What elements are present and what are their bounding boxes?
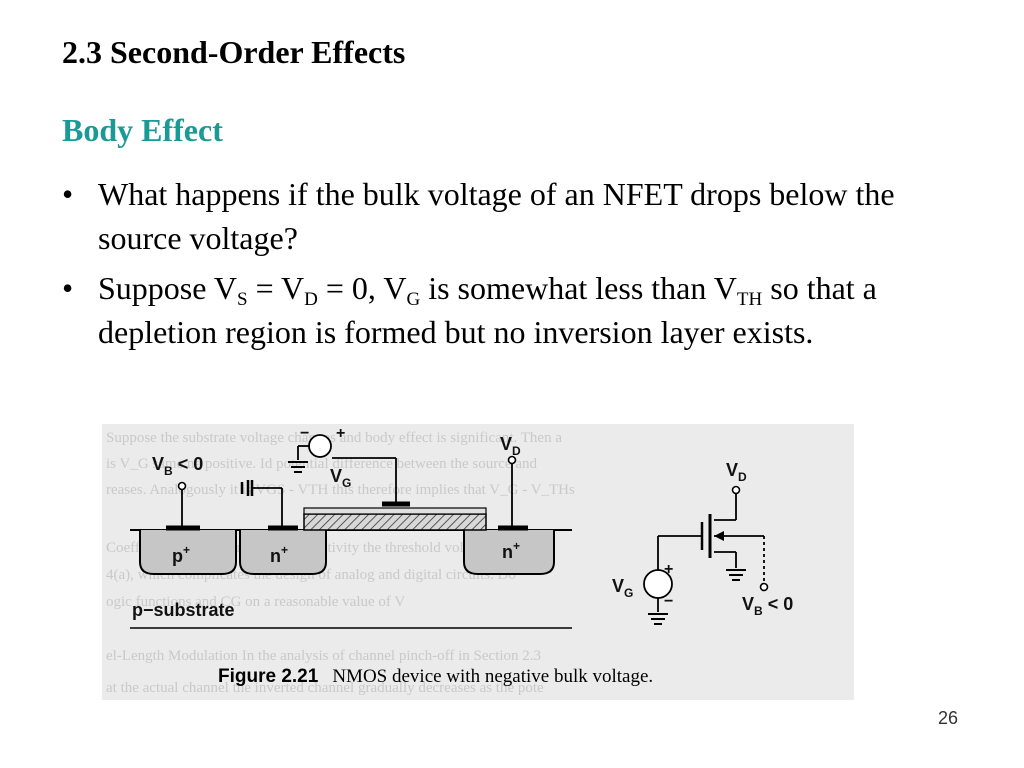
- n-plus-label-2: n+: [502, 539, 520, 562]
- svg-text:+: +: [336, 425, 345, 442]
- schematic-vb-label: VB < 0: [742, 594, 793, 618]
- n-plus-label-1: n+: [270, 543, 288, 566]
- bullet-item-2: • Suppose VS = VD = 0, VG is somewhat le…: [62, 266, 962, 354]
- svg-text:−: −: [664, 593, 673, 610]
- bg-line-3: reases. Analogously it is VGS - VTH this…: [106, 482, 575, 498]
- bullet-text: Suppose VS = VD = 0, VG is somewhat less…: [98, 270, 877, 350]
- bullet-dot-icon: •: [62, 176, 74, 212]
- n-plus-drain-region: [463, 530, 555, 575]
- page-number: 26: [938, 708, 959, 728]
- bullet-list: • What happens if the bulk voltage of an…: [62, 172, 962, 360]
- slide-title: 2.3 Second-Order Effects: [62, 34, 406, 70]
- bg-line-8: at the actual channel the inverted chann…: [106, 680, 544, 696]
- schematic-vd-label: VD: [726, 460, 747, 484]
- p-plus-label: p+: [172, 543, 190, 566]
- p-plus-region: [139, 530, 237, 575]
- bullet-item-1: • What happens if the bulk voltage of an…: [62, 172, 962, 260]
- section-subtitle: Body Effect: [62, 112, 223, 148]
- n-plus-source-region: [239, 530, 327, 575]
- vg-label: VG: [330, 466, 351, 490]
- bg-line-6: ogic functions and CG on a reasonable va…: [106, 594, 405, 610]
- substrate-label: p−substrate: [132, 600, 235, 620]
- gate-oxide: [303, 507, 487, 515]
- svg-text:+: +: [664, 561, 673, 578]
- nmos-schematic: VD VB < 0 + − VG: [612, 460, 793, 625]
- schematic-vg-label: VG: [612, 576, 633, 600]
- bullet-text: What happens if the bulk voltage of an N…: [98, 176, 895, 256]
- bg-line-7: el-Length Modulation In the analysis of …: [106, 648, 541, 664]
- bg-line-1: Suppose the substrate voltage changes an…: [106, 430, 562, 446]
- gate-voltage-source: [308, 434, 332, 458]
- bullet-dot-icon: •: [62, 270, 74, 306]
- nmos-figure: Suppose the substrate voltage changes an…: [102, 424, 854, 700]
- vb-label: VB < 0: [152, 454, 203, 478]
- vd-label: VD: [500, 434, 521, 458]
- gate-poly: [303, 513, 487, 531]
- nmos-diagram: Suppose the substrate voltage changes an…: [106, 425, 793, 696]
- bg-line-2: is V_G same ne positive. Id potential di…: [106, 456, 537, 472]
- svg-text:−: −: [300, 425, 309, 442]
